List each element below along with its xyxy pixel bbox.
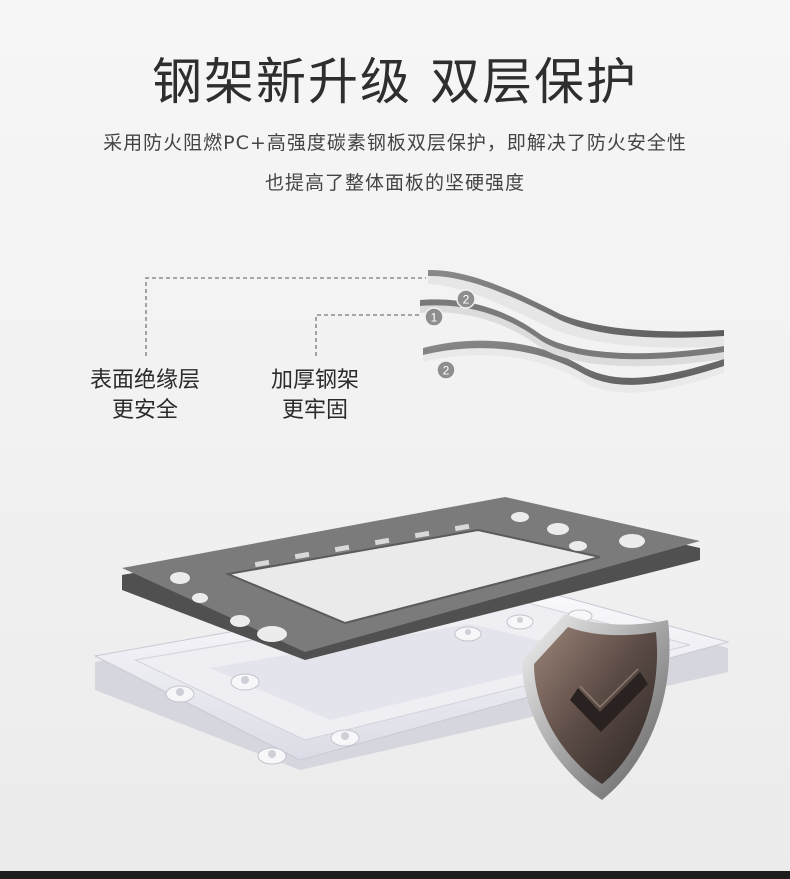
svg-text:2: 2 <box>463 293 470 307</box>
frame-hole-right-2 <box>569 541 587 551</box>
callout-steel-line2: 更牢固 <box>281 398 348 423</box>
frame-hole-right-1 <box>547 523 569 535</box>
bottom-border <box>0 871 790 879</box>
callout-insulation-layer: 表面绝缘层 更安全 <box>80 366 210 426</box>
layer-middle-steel <box>420 305 724 367</box>
frame-hole-right-4 <box>511 512 529 522</box>
frame-hole-left-4 <box>257 626 287 642</box>
shield-check-icon <box>522 614 670 800</box>
badge-bottom: 2 <box>436 360 456 380</box>
callout-steel-line1: 加厚钢架 <box>270 368 359 393</box>
leader-lines <box>145 277 426 356</box>
subtitle-line-2: 也提高了整体面板的坚硬强度 <box>264 172 525 194</box>
callout-insulation-line2: 更安全 <box>111 398 178 423</box>
layer-top-steel <box>428 275 724 348</box>
page-title: 钢架新升级 双层保护 <box>152 53 638 111</box>
leader-line-middle <box>315 314 420 356</box>
badge-middle: 1 <box>424 307 444 327</box>
frame-hole-left-3 <box>230 615 250 627</box>
callout-insulation-line1: 表面绝缘层 <box>89 368 200 393</box>
frame-hole-left-1 <box>170 572 190 584</box>
subtitle-line-1: 采用防火阻燃PC+高强度碳素钢板双层保护，即解决了防火安全性 <box>103 132 687 154</box>
layer-cross-section <box>420 269 724 393</box>
layer-bottom-steel <box>423 347 724 393</box>
badge-top: 2 <box>456 289 476 309</box>
frame-hole-left-2 <box>192 593 208 603</box>
callout-steel-frame: 加厚钢架 更牢固 <box>250 366 380 426</box>
leader-line-left <box>145 277 426 356</box>
frame-hole-right-3 <box>619 534 645 548</box>
steel-frame <box>122 497 700 660</box>
svg-text:2: 2 <box>443 364 450 378</box>
svg-text:1: 1 <box>431 311 438 325</box>
